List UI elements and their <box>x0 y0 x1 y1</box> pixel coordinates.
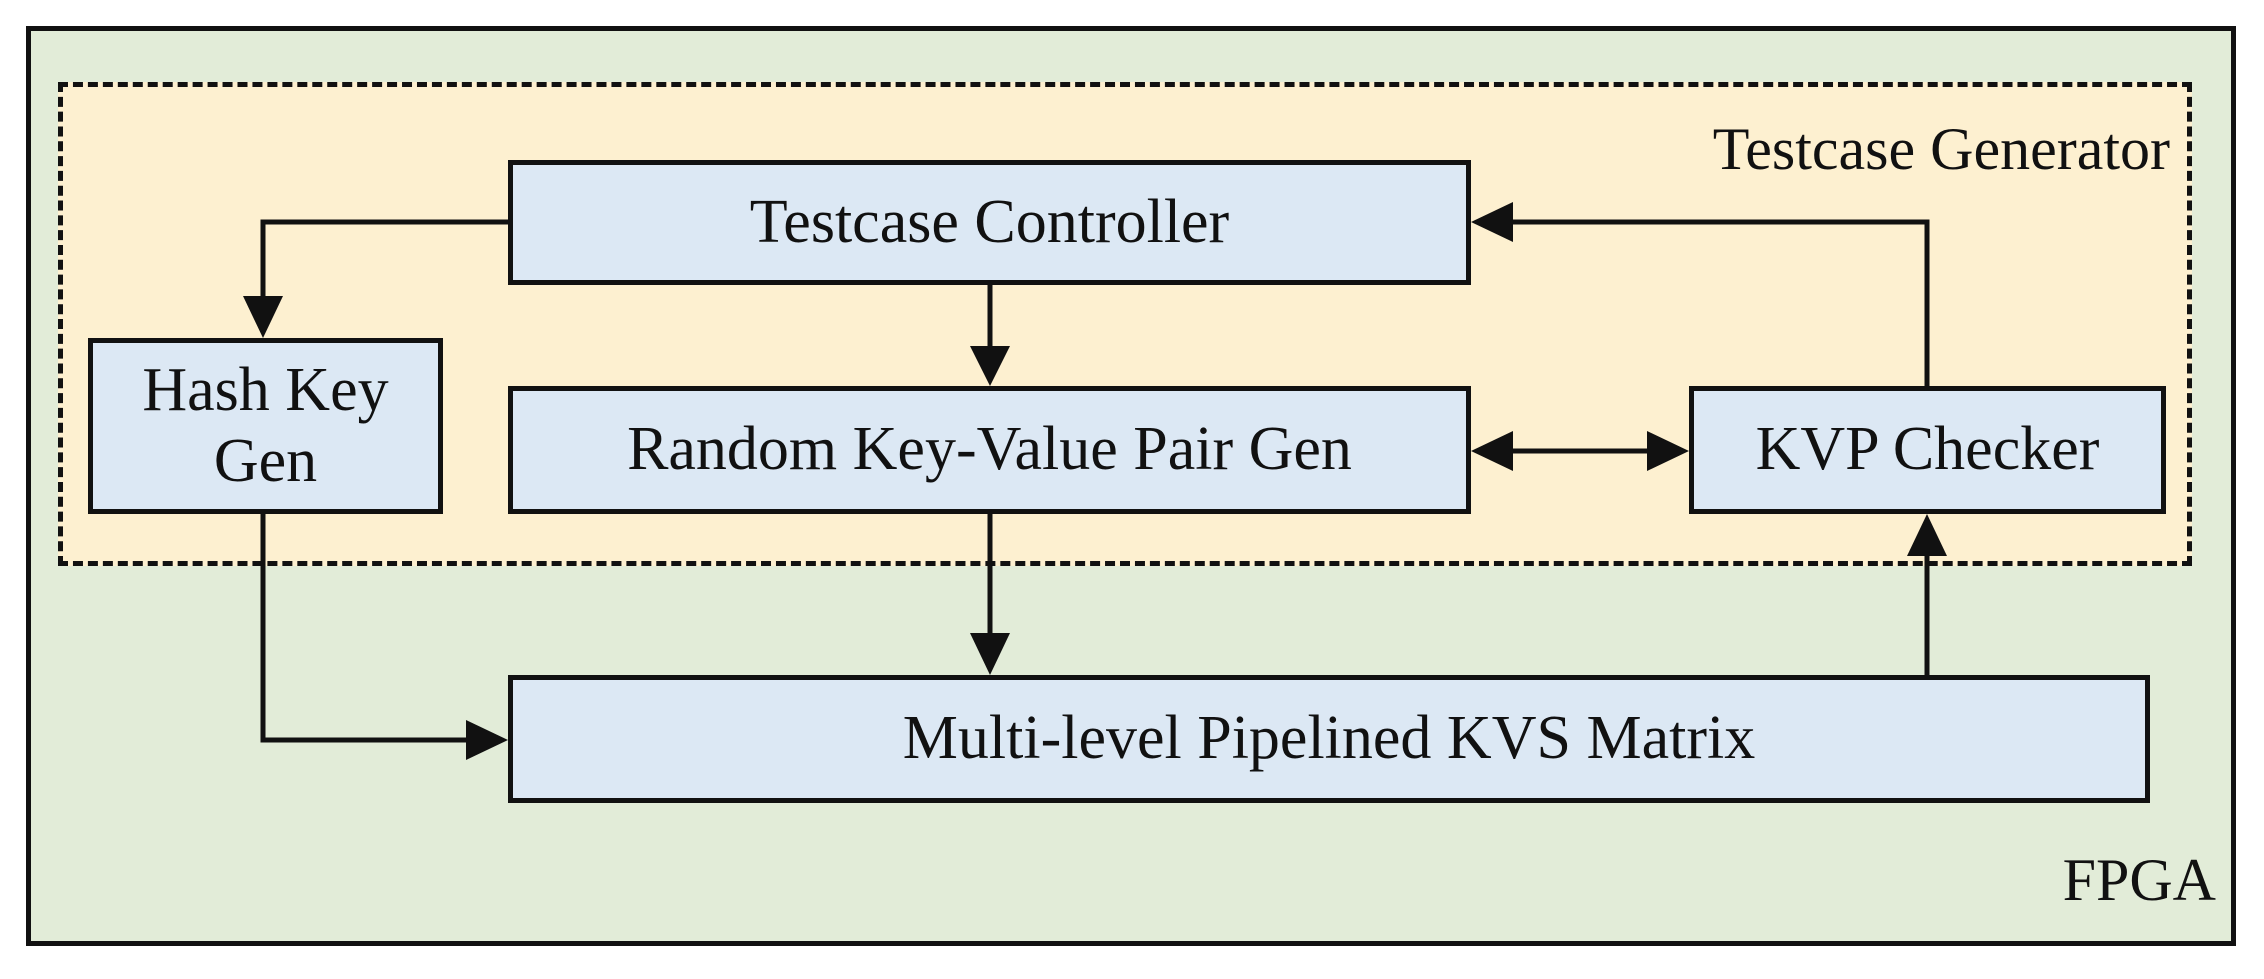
hash-key-gen-label-line1: Hash Key <box>142 355 389 424</box>
kvs-matrix-label: Multi-level Pipelined KVS Matrix <box>902 704 1756 773</box>
random-kvp-gen-block: Random Key-Value Pair Gen <box>508 386 1471 514</box>
kvp-checker-block: KVP Checker <box>1689 386 2166 514</box>
hash-key-gen-block: Hash Key Gen <box>88 338 443 514</box>
testcase-controller-label: Testcase Controller <box>749 187 1230 256</box>
testcase-controller-block: Testcase Controller <box>508 160 1471 285</box>
hash-key-gen-label-line2: Gen <box>213 427 318 495</box>
hash-key-gen-label: Hash Key Gen <box>142 355 388 498</box>
testcase-generator-label: Testcase Generator <box>1712 116 2170 182</box>
fpga-label: FPGA <box>2062 847 2216 913</box>
kvp-checker-label: KVP Checker <box>1755 415 2100 484</box>
kvs-matrix-block: Multi-level Pipelined KVS Matrix <box>508 675 2150 803</box>
random-kvp-gen-label: Random Key-Value Pair Gen <box>627 415 1352 484</box>
